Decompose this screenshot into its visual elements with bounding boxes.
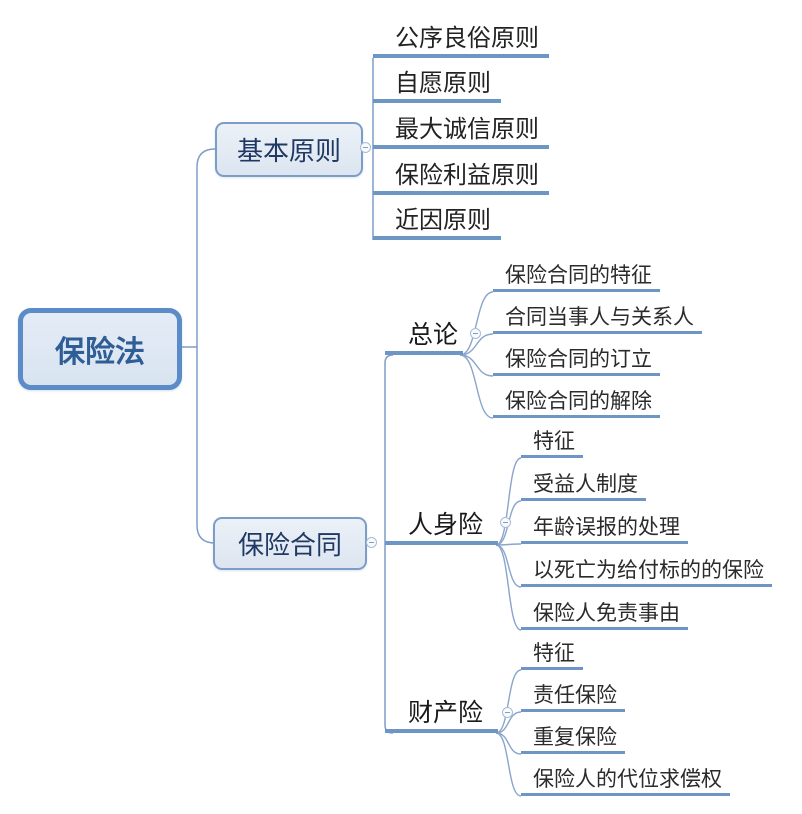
topic-label: 保险利益原则	[395, 162, 539, 189]
root-topic[interactable]: 保险法	[18, 308, 182, 390]
topic-label: 保险合同的特征	[505, 264, 652, 287]
topic-label: 责任保险	[533, 684, 617, 707]
topic-label: 总论	[408, 321, 459, 349]
topic-label: 最大诚信原则	[395, 116, 539, 143]
topic-insurable-interest[interactable]: 保险利益原则	[373, 161, 549, 195]
topic-personal-characteristics[interactable]: 特征	[521, 428, 583, 458]
topic-liability-insurance[interactable]: 责任保险	[521, 682, 625, 712]
collapse-icon[interactable]	[470, 328, 481, 339]
topic-label: 受益人制度	[533, 473, 638, 496]
minus-icon	[363, 147, 368, 148]
topic-insurer-exemptions[interactable]: 保险人免责事由	[521, 600, 688, 630]
topic-label: 以死亡为给付标的的保险	[533, 559, 764, 582]
topic-label: 保险合同的订立	[505, 348, 652, 371]
topic-property-characteristics[interactable]: 特征	[521, 640, 583, 670]
topic-general-theory[interactable]: 总论	[385, 320, 463, 355]
topic-insurance-contract[interactable]: 保险合同	[213, 517, 367, 570]
topic-insurance-contract-label: 保险合同	[237, 530, 342, 560]
root-topic-label: 保险法	[55, 336, 145, 369]
minus-icon	[369, 542, 374, 543]
topic-personal-insurance[interactable]: 人身险	[385, 510, 498, 545]
collapse-icon[interactable]	[502, 707, 513, 718]
collapse-icon[interactable]	[366, 537, 377, 548]
topic-property-insurance[interactable]: 财产险	[385, 698, 498, 733]
topic-label: 保险人免责事由	[533, 602, 680, 625]
topic-voluntary-principle[interactable]: 自愿原则	[373, 69, 501, 103]
topic-contract-parties[interactable]: 合同当事人与关系人	[493, 304, 702, 334]
topic-contract-characteristics[interactable]: 保险合同的特征	[493, 262, 660, 292]
minus-icon	[505, 712, 510, 713]
topic-label: 自愿原则	[395, 70, 491, 97]
topic-basic-principles[interactable]: 基本原则	[215, 122, 363, 177]
minus-icon	[473, 333, 478, 334]
topic-label: 保险人的代位求偿权	[533, 768, 722, 791]
minus-icon	[503, 522, 508, 523]
topic-label: 特征	[533, 642, 575, 665]
topic-label: 人身险	[408, 511, 484, 539]
topic-label: 重复保险	[533, 726, 617, 749]
topic-label: 年龄误报的处理	[533, 516, 680, 539]
topic-label: 合同当事人与关系人	[505, 306, 694, 329]
topic-label: 公序良俗原则	[395, 25, 539, 52]
topic-public-order-principle[interactable]: 公序良俗原则	[373, 24, 549, 58]
collapse-icon[interactable]	[360, 142, 371, 153]
topic-death-benefit-insurance[interactable]: 以死亡为给付标的的保险	[521, 557, 772, 587]
topic-double-insurance[interactable]: 重复保险	[521, 724, 625, 754]
topic-beneficiary-system[interactable]: 受益人制度	[521, 471, 646, 501]
topic-subrogation-right[interactable]: 保险人的代位求偿权	[521, 766, 730, 796]
topic-basic-principles-label: 基本原则	[236, 136, 341, 166]
topic-label: 财产险	[408, 699, 484, 727]
topic-age-misstatement[interactable]: 年龄误报的处理	[521, 514, 688, 544]
topic-label: 保险合同的解除	[505, 390, 652, 413]
topic-utmost-good-faith[interactable]: 最大诚信原则	[373, 115, 549, 149]
topic-contract-termination[interactable]: 保险合同的解除	[493, 388, 660, 418]
topic-contract-formation[interactable]: 保险合同的订立	[493, 346, 660, 376]
collapse-icon[interactable]	[500, 517, 511, 528]
topic-proximate-cause[interactable]: 近因原则	[373, 206, 501, 240]
topic-label: 特征	[533, 430, 575, 453]
topic-label: 近因原则	[395, 207, 491, 234]
